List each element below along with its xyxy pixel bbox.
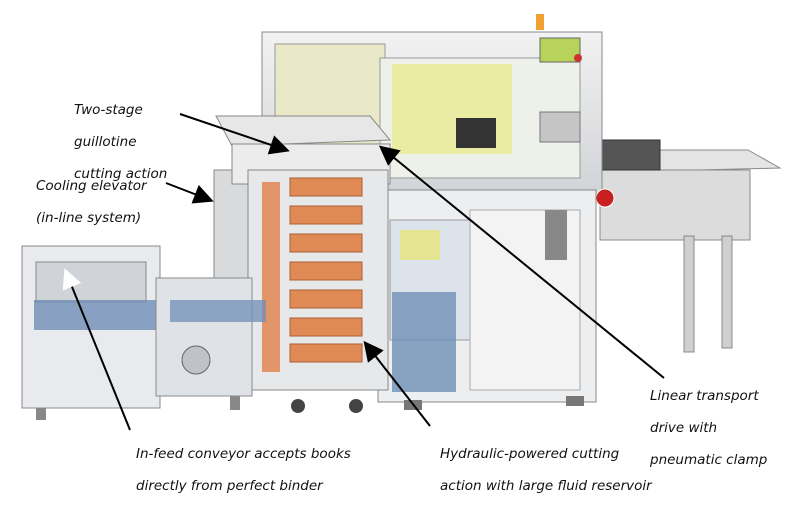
label-transport: Linear transport drive with pneumatic cl…: [650, 372, 767, 484]
label-line: guillotine: [74, 134, 137, 150]
label-line: action with large fluid reservoir: [440, 478, 652, 494]
label-line: (in-line system): [36, 210, 142, 226]
trimmer-drawing: [21, 14, 782, 431]
label-line: pneumatic clamp: [650, 452, 768, 468]
orange-beacon-icon: [536, 14, 544, 30]
outfeed-conveyor: [590, 139, 782, 353]
callout-arrows: [62, 113, 665, 431]
label-line: Cooling elevator: [36, 178, 147, 194]
label-line: cutting action: [74, 166, 168, 182]
label-line: Hydraulic-powered cutting: [440, 446, 620, 462]
control-screen-icon: [539, 37, 581, 63]
label-cooling-elevator: Cooling elevator (in-line system): [36, 162, 147, 242]
label-line: Two-stage: [74, 102, 143, 118]
label-hydraulic: Hydraulic-powered cutting action with la…: [440, 430, 652, 510]
red-emergency-stop-icon: [595, 188, 615, 208]
machine-illustration: Two-stage guillotine cutting action Cool…: [21, 14, 782, 494]
label-infeed: In-feed conveyor accepts books directly …: [136, 430, 351, 510]
label-line: directly from perfect binder: [136, 478, 323, 494]
label-guillotine: Two-stage guillotine cutting action: [74, 86, 167, 198]
label-line: In-feed conveyor accepts books: [136, 446, 351, 462]
label-line: Linear transport: [650, 388, 759, 404]
label-line: drive with: [650, 420, 718, 436]
infeed-conveyor: [21, 245, 266, 420]
